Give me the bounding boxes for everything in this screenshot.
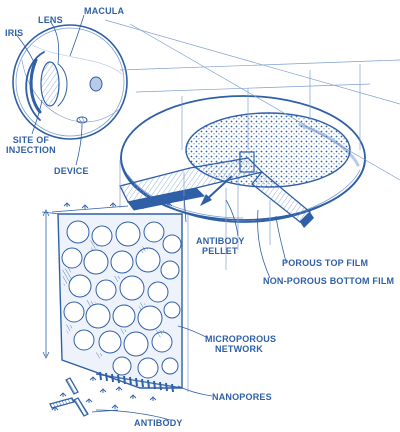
label-site-of-injection-line2: INJECTION — [6, 145, 56, 155]
label-iris: IRIS — [5, 28, 24, 38]
label-site-of-injection-line1: SITE OF — [12, 135, 50, 145]
label-lens: LENS — [38, 15, 63, 25]
eye-sketch — [12, 24, 128, 140]
construction-lines — [104, 19, 400, 270]
label-antibody-pellet-line1: ANTIBODY — [196, 236, 245, 246]
antibody-molecule — [49, 377, 89, 417]
label-nanopores: NANOPORES — [212, 392, 272, 402]
label-porous-top-film: POROUS TOP FILM — [282, 258, 369, 268]
label-non-porous-bottom-film: NON-POROUS BOTTOM FILM — [263, 276, 395, 286]
label-macula: MACULA — [84, 6, 125, 16]
label-antibody: ANTIBODY — [134, 418, 183, 428]
label-microporous-network-line2: NETWORK — [215, 344, 263, 354]
antibody-marks — [51, 202, 173, 411]
label-antibody-pellet-line2: PELLET — [202, 246, 238, 256]
label-microporous-network-line1: MICROPOROUS — [205, 334, 277, 344]
label-site-of-injection: SITE OF INJECTION — [6, 135, 56, 155]
label-microporous-network: MICROPOROUS NETWORK — [205, 334, 276, 354]
label-leader-lines — [91, 199, 287, 421]
eye-leader-lines — [14, 14, 85, 166]
label-device: DEVICE — [54, 166, 89, 176]
cross-section-sketch — [42, 209, 189, 393]
device-disc-sketch — [119, 95, 366, 228]
label-antibody-pellet: ANTIBODY PELLET — [196, 236, 245, 256]
